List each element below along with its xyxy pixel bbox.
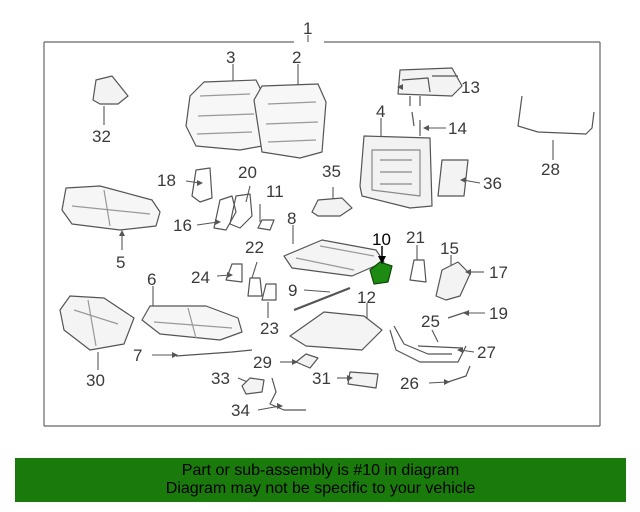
- callout-34: 34: [231, 401, 250, 420]
- callout-36: 36: [483, 174, 502, 193]
- part-28-wire-shape: [517, 95, 595, 135]
- part-12-pan-shape: [289, 311, 383, 351]
- part-5-cushion-shape: [61, 185, 161, 231]
- part-36-panel-shape: [437, 159, 469, 197]
- part-24-bracket-shape: [225, 263, 243, 283]
- leader-arrowheads: [119, 84, 471, 409]
- callout-12: 12: [357, 288, 376, 307]
- banner-line-1: Part or sub-assembly is #10 in diagram: [181, 462, 460, 479]
- part-34-harness-shape: [269, 377, 306, 411]
- callout-9: 9: [288, 281, 297, 300]
- part-13-headrest-shape: [397, 67, 463, 97]
- part-20-cover-shape: [229, 193, 253, 229]
- part-33-block-shape: [241, 377, 265, 395]
- part-25-seal-shape: [389, 329, 467, 363]
- part-11-clip-shape: [257, 219, 275, 231]
- callout-25: 25: [421, 312, 440, 331]
- part-35-latch-shape: [311, 197, 353, 217]
- callout-16: 16: [173, 216, 192, 235]
- part-30-frame-shape: [59, 295, 135, 351]
- diagram-frame: [43, 35, 601, 427]
- callout-13: 13: [461, 78, 480, 97]
- callout-26: 26: [400, 374, 419, 393]
- part-29-clip-shape: [295, 353, 319, 369]
- callout-10-arrow: [378, 246, 386, 264]
- callout-33: 33: [211, 369, 230, 388]
- callout-32: 32: [92, 127, 111, 146]
- part-26-cable-shape: [447, 365, 471, 383]
- callout-20: 20: [238, 163, 257, 182]
- part-10-highlighted-shape: [369, 261, 393, 285]
- callout-4: 4: [376, 102, 385, 121]
- callout-6: 6: [147, 270, 156, 289]
- part-27-trim-shape: [417, 345, 463, 349]
- callout-14: 14: [448, 119, 467, 138]
- part-23-bracket-shape: [261, 283, 277, 301]
- part-shapes: [59, 67, 595, 411]
- part-9-rod-shape: [293, 286, 351, 312]
- info-banner: Part or sub-assembly is #10 in diagram D…: [15, 458, 626, 502]
- callout-24: 24: [191, 268, 210, 287]
- callout-17: 17: [489, 263, 508, 282]
- part-2-seatback-shape: [253, 83, 327, 159]
- callout-27: 27: [477, 343, 496, 362]
- callout-18: 18: [157, 171, 176, 190]
- callout-30: 30: [86, 371, 105, 390]
- part-8-tray-shape: [283, 239, 385, 277]
- callout-15: 15: [440, 239, 459, 258]
- callout-29: 29: [253, 353, 272, 372]
- part-14-guide-shape: [411, 111, 421, 136]
- callout-23: 23: [260, 319, 279, 338]
- callout-31: 31: [312, 369, 331, 388]
- callout-19: 19: [489, 304, 508, 323]
- callout-11: 11: [266, 182, 284, 201]
- callout-8: 8: [287, 209, 296, 228]
- part-7-wire-shape: [175, 349, 253, 357]
- part-31-plate-shape: [347, 371, 379, 389]
- callout-3: 3: [226, 48, 235, 67]
- callout-22: 22: [245, 238, 264, 257]
- callout-21: 21: [406, 228, 425, 247]
- part-18-bracket-shape: [191, 167, 213, 203]
- callout-5: 5: [116, 253, 125, 272]
- callout-7: 7: [133, 346, 142, 365]
- callout-35: 35: [322, 162, 341, 181]
- part-21-bracket-shape: [409, 259, 427, 283]
- callout-labels: 1 2 3 4 5 6 7 8 9 10 11 12 13 14 15 16 1…: [86, 19, 560, 420]
- part-32-headrest-shape: [92, 75, 129, 105]
- callout-10: 10: [372, 230, 391, 249]
- part-17-hinge-shape: [435, 261, 471, 301]
- part-22-bracket-shape: [247, 277, 263, 297]
- callout-28: 28: [541, 160, 560, 179]
- callout-2: 2: [292, 48, 301, 67]
- callout-1: 1: [303, 19, 312, 38]
- banner-line-2: Diagram may not be specific to your vehi…: [165, 480, 476, 497]
- parts-diagram: 1 2 3 4 5 6 7 8 9 10 11 12 13 14 15 16 1…: [43, 19, 601, 427]
